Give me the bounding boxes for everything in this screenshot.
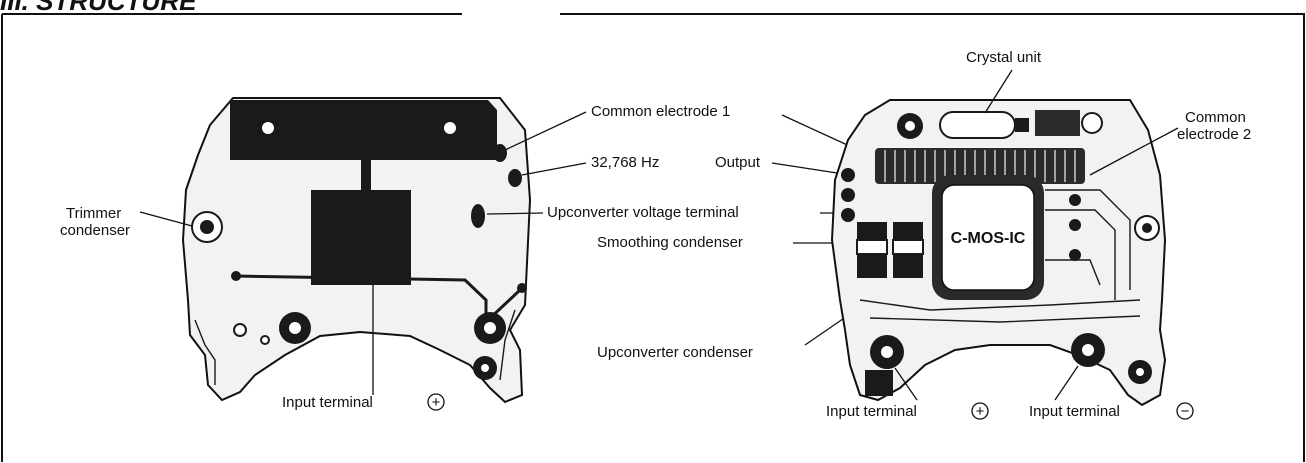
smoothing-condenser-label: Smoothing condenser (597, 234, 743, 251)
center-stem (361, 160, 371, 192)
small-hole (233, 323, 247, 337)
trimmer-condenser-core (200, 220, 214, 234)
small-hole (260, 335, 270, 345)
via (517, 283, 527, 293)
plus-symbol-right: + (976, 403, 985, 420)
upconverter-voltage-terminal-label: Upconverter voltage terminal (547, 204, 739, 221)
crystal-unit-body (939, 111, 1016, 139)
plus-symbol-circle-right (971, 402, 989, 420)
center-copper-block (311, 190, 411, 285)
trimmer-leader (139, 211, 193, 227)
frequency-leader (521, 162, 587, 176)
right-input-plus-leader (894, 367, 918, 401)
frequency-label: 32,768 Hz (591, 154, 659, 171)
side-pad (1069, 249, 1081, 261)
right-input-plus-label: Input terminal (826, 403, 917, 420)
bottom-trace (869, 315, 1141, 323)
side-pad (1069, 219, 1081, 231)
common-electrode-2-label-1: Common (1185, 109, 1246, 126)
top-copper-pad (230, 100, 497, 160)
corner-pad-hole (479, 362, 491, 374)
right-input-minus-leader (1054, 365, 1079, 401)
upconverter-voltage-left-leader (486, 212, 544, 215)
contact-dot (508, 169, 522, 187)
section-heading: III. STRUCTURE (0, 0, 197, 16)
left-input-terminal-label: Input terminal (282, 394, 373, 411)
common-electrode-2-leader (1089, 127, 1179, 176)
right-foot-detail (499, 309, 516, 381)
crystal-connector (1035, 110, 1080, 136)
contact-dot (471, 204, 485, 228)
side-pad (841, 188, 855, 202)
crystal-unit-lead (1015, 118, 1029, 132)
trimmer-condenser-label-2: condenser (60, 222, 130, 239)
mount-hole (442, 120, 458, 136)
crystal-unit-leader (984, 69, 1013, 114)
contact-dot (493, 144, 507, 162)
c-mos-ic-chip (941, 184, 1035, 291)
minus-symbol-circle (1176, 402, 1194, 420)
output-label: Output (715, 154, 761, 171)
upconverter-condenser-label: Upconverter condenser (597, 344, 753, 361)
left-circuit-board (181, 97, 532, 404)
common-electrode-2-label-2: electrode 2 (1177, 126, 1251, 143)
common-electrode-1-label: Common electrode 1 (591, 103, 730, 120)
bottom-left-block (865, 370, 893, 396)
right-input-minus-label: Input terminal (1029, 403, 1120, 420)
crystal-unit-label: Crystal unit (966, 49, 1042, 66)
plus-symbol-circle (427, 393, 445, 411)
right-mount-hole (1081, 112, 1103, 134)
trace-lines (884, 150, 1076, 182)
smoothing-condenser-left-band (856, 239, 888, 255)
trimmer-condenser-label-1: Trimmer (66, 205, 121, 222)
right-trace (1045, 259, 1101, 286)
via (231, 271, 241, 281)
right-trace (1045, 189, 1131, 290)
side-pad (1069, 194, 1081, 206)
bottom-right-hole (1134, 366, 1146, 378)
input-pad-hole (482, 320, 498, 336)
common-electrode-1-left-leader (504, 111, 587, 151)
right-input-minus-hole (1080, 342, 1096, 358)
side-pad (841, 168, 855, 182)
bottom-trace (859, 299, 1141, 311)
trace-field-top (875, 148, 1085, 184)
minus-symbol: − (1181, 403, 1190, 420)
left-foot-detail (194, 319, 216, 385)
left-mount-hole (903, 119, 917, 133)
right-trimmer-core (1142, 223, 1152, 233)
right-input-plus-hole (879, 344, 895, 360)
smoothing-condenser-right-band (892, 239, 924, 255)
bottom-trace (235, 274, 488, 322)
right-trace (1045, 209, 1116, 300)
mount-hole (260, 120, 276, 136)
plus-symbol: + (432, 394, 441, 411)
input-pad-hole (287, 320, 303, 336)
side-pad (841, 208, 855, 222)
c-mos-ic-label: C-MOS-IC (951, 230, 1026, 247)
right-circuit-board: C-MOS-IC (830, 99, 1167, 407)
diagram-frame (1, 13, 1305, 462)
